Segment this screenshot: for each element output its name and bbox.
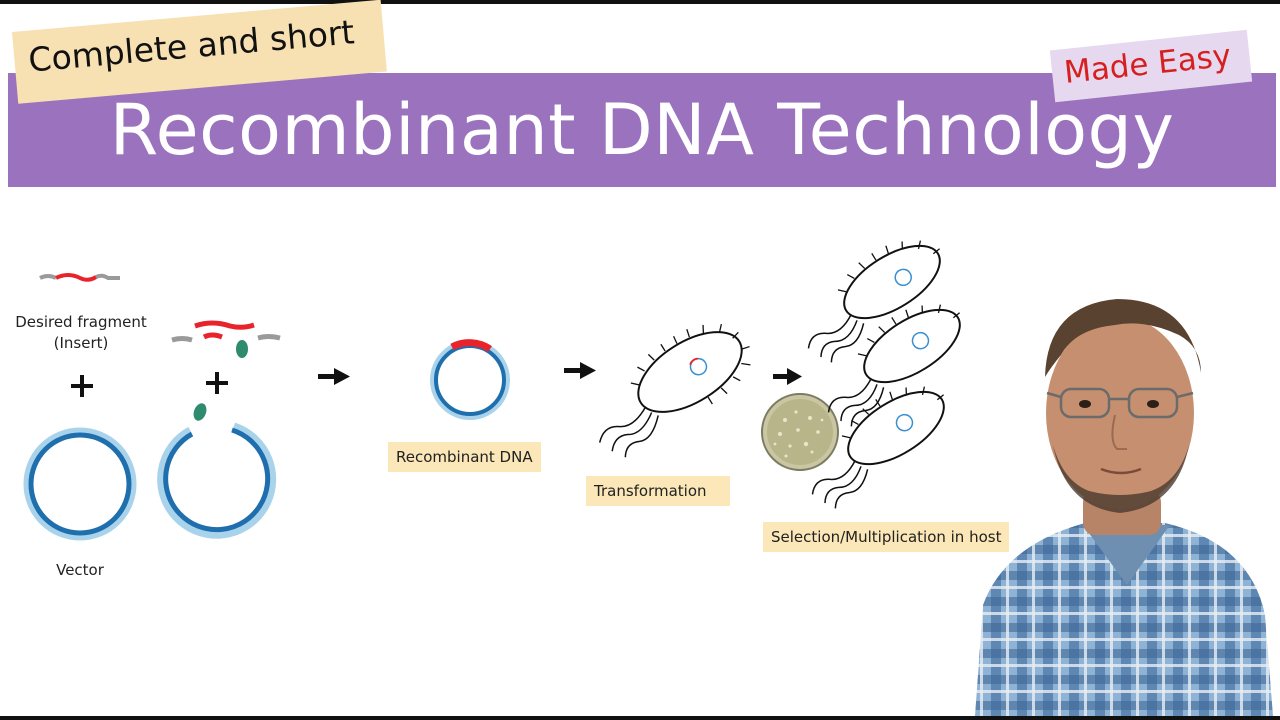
cut-vector-plasmid-icon [157, 403, 277, 539]
checked-shirt [975, 523, 1273, 716]
recombinant-plasmid-icon [430, 339, 510, 420]
hair [1045, 299, 1201, 377]
vector-label: Vector [56, 561, 104, 579]
beard [1053, 445, 1189, 513]
insert-label: Desired fragment (Insert) [10, 313, 152, 352]
insert-fragment-icon [39, 273, 120, 282]
petri-dish-icon [761, 393, 839, 471]
bacterium-icon [827, 304, 961, 427]
plus-sign-left [71, 375, 93, 397]
plus-sign-right [206, 372, 228, 394]
insert-label-line1: Desired fragment [15, 313, 147, 331]
face [1046, 317, 1194, 509]
sticky-end-icon [236, 340, 248, 358]
page-title: Recombinant DNA Technology [109, 89, 1175, 171]
presenter-photo [975, 299, 1273, 716]
insert-label-line2: (Insert) [53, 334, 109, 352]
step-label-selection: Selection/Multiplication in host [763, 522, 1010, 552]
bottom-frame-line [0, 716, 1280, 720]
right-arrow-icon [564, 362, 596, 379]
bacterium-icon [811, 386, 945, 509]
right-arrow-icon [773, 368, 802, 385]
vector-plasmid-icon [23, 427, 137, 541]
bacterium-icon [807, 240, 941, 363]
right-arrow-icon [318, 368, 350, 385]
step-label-recombinant: Recombinant DNA [388, 442, 541, 472]
bacterium-icon [598, 323, 751, 458]
top-frame-line [0, 0, 1280, 4]
step-label-transformation: Transformation [586, 476, 730, 506]
cut-insert-icon [171, 320, 281, 358]
sticky-end-icon [193, 403, 207, 421]
glasses-icon [1046, 387, 1194, 419]
